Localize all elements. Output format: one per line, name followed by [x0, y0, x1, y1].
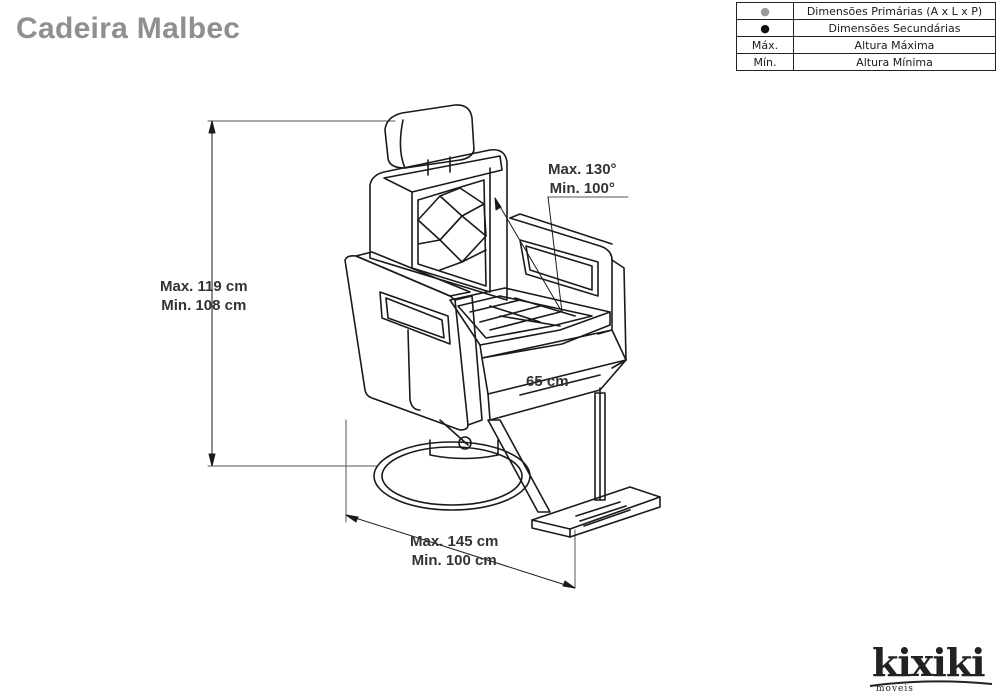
width-label: 65 cm	[526, 373, 569, 390]
logo-swoosh-icon	[869, 680, 993, 687]
recline-angle-indicator	[494, 196, 629, 313]
recline-dimension-label: Max. 130° Min. 100°	[548, 160, 617, 198]
kixiki-logo: kixiki móveis	[868, 640, 994, 694]
legend-row: ● Dimensões Secundárias	[736, 19, 996, 37]
depth-dimension-label: Max. 145 cm Min. 100 cm	[410, 532, 498, 570]
depth-max-label: Max. 145 cm	[410, 533, 499, 550]
logo-subtitle: móveis	[876, 684, 914, 694]
recline-min-label: Min. 100°	[549, 180, 615, 197]
legend-label: Dimensões Primárias (A x L x P)	[793, 2, 996, 20]
right-armrest	[509, 213, 627, 369]
logo-wordmark: kixiki	[872, 640, 986, 685]
legend-symbol: Máx.	[736, 36, 794, 54]
recline-max-label: Max. 130°	[548, 161, 617, 178]
height-min-label: Min. 108 cm	[161, 297, 247, 314]
backrest	[369, 148, 508, 301]
depth-dimension-line	[345, 419, 576, 589]
chair-base	[373, 439, 531, 511]
legend-label: Altura Mínima	[793, 53, 996, 71]
legend-row: Mín. Altura Mínima	[736, 53, 996, 71]
chair-frame	[481, 329, 627, 421]
depth-min-label: Min. 100 cm	[411, 552, 497, 569]
height-dimension-line	[207, 120, 396, 467]
seat-cushion	[449, 287, 611, 359]
chair-support	[487, 387, 606, 513]
legend-label: Dimensões Secundárias	[793, 19, 996, 37]
legend-row: ● Dimensões Primárias (A x L x P)	[736, 2, 996, 20]
headrest	[384, 104, 475, 176]
left-armrest	[344, 251, 483, 431]
footrest	[531, 486, 661, 538]
dimension-legend-table: ● Dimensões Primárias (A x L x P) ● Dime…	[736, 2, 996, 71]
height-dimension-label: Max. 119 cm Min. 108 cm	[160, 277, 248, 315]
width-dimension-label: 65 cm	[526, 372, 569, 391]
height-max-label: Max. 119 cm	[160, 278, 248, 295]
page-title: Cadeira Malbec	[16, 12, 241, 45]
